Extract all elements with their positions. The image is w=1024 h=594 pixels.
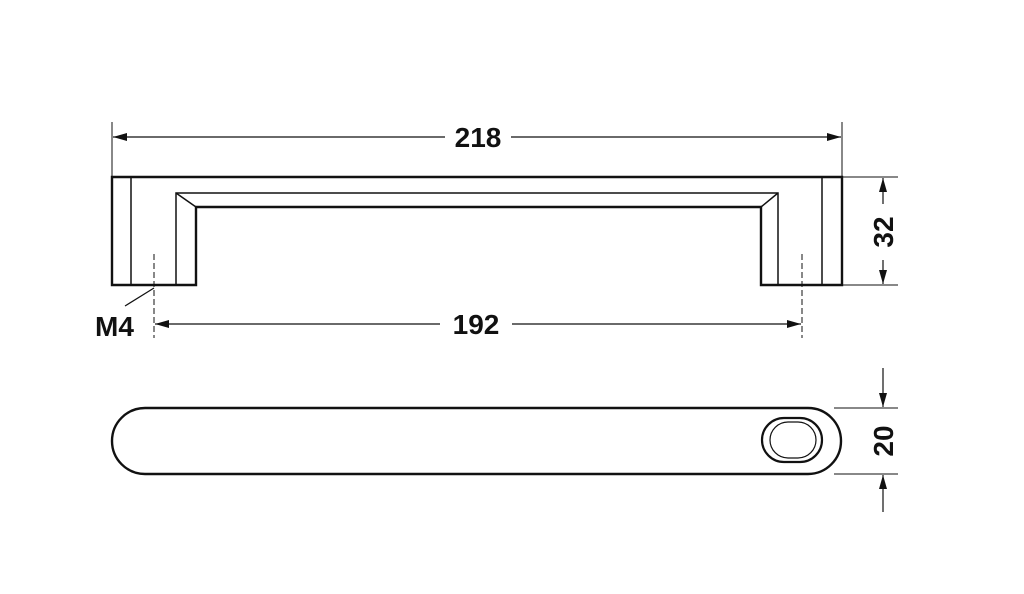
- overall-length-label: 218: [455, 122, 502, 153]
- handle-top-outline: [110, 406, 843, 476]
- dimension-overall-length: [111, 122, 843, 177]
- handle-chamfer-right: [760, 192, 779, 208]
- height-label: 32: [868, 216, 899, 247]
- hole-spacing-label: 192: [453, 309, 500, 340]
- width-label: 20: [868, 425, 899, 456]
- dimension-width: [834, 368, 898, 512]
- handle-top-view: [110, 406, 843, 476]
- handle-side-view: [110, 175, 844, 338]
- thread-leader-line: [124, 287, 155, 307]
- handle-chamfer-left: [175, 192, 197, 208]
- mounting-end-inner-shade: [769, 421, 817, 459]
- thread-size-label: M4: [95, 311, 134, 342]
- handle-inner-chamfer-line: [175, 192, 779, 285]
- dimension-height: [842, 176, 898, 286]
- mounting-end-inner: [760, 416, 824, 464]
